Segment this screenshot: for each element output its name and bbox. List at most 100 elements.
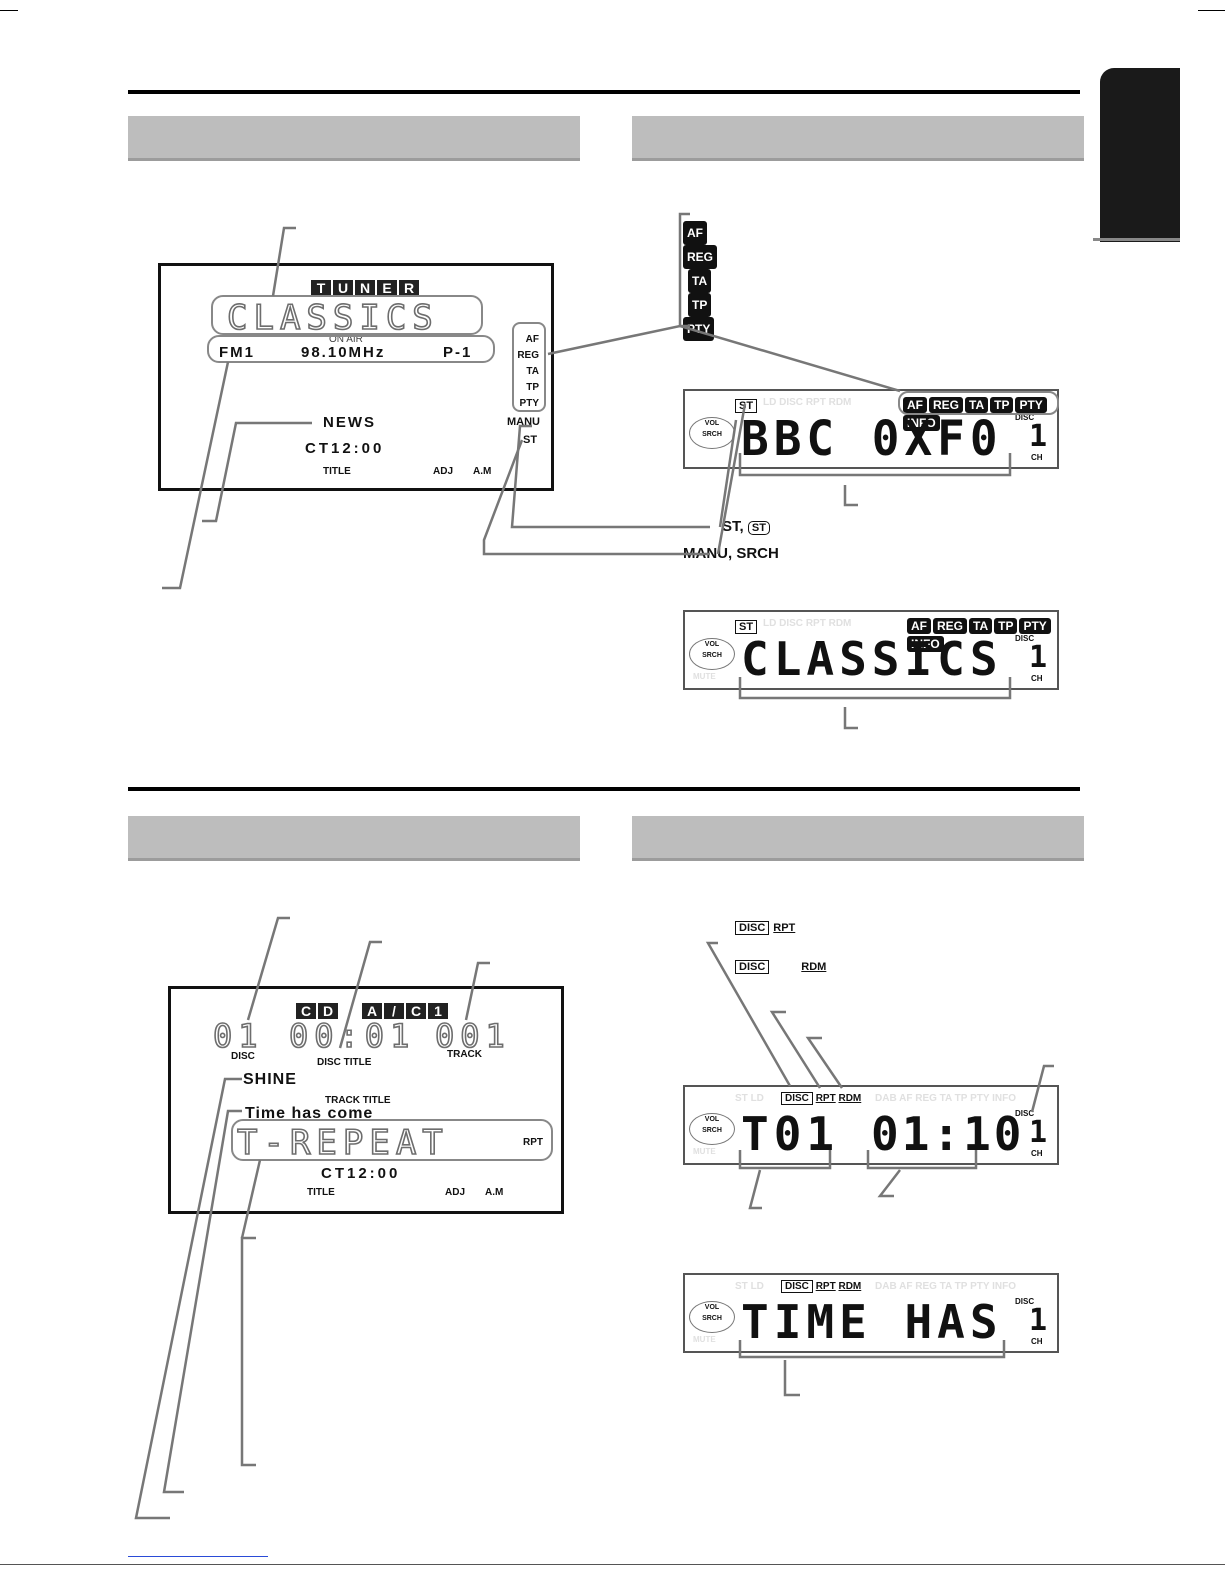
cd-disc-title-label: DISC TITLE [317,1057,372,1068]
rdm-badge: RDM [801,961,827,973]
source-block: T [311,280,331,296]
cd-lcd1-ghost-right: DAB AF REG TA TP PTY INFO [875,1093,1017,1104]
lcd2-main-text: CLASSICS [741,632,1003,686]
cd-clock: CT12:00 [321,1165,401,1182]
rds-icon-list: AF REG TA TP PTY [683,221,719,341]
cd-lcd2-badges: DISC RPT RDM [781,1280,861,1293]
language-tab-shadow [1093,238,1180,241]
cd-title-label: TITLE [307,1187,335,1198]
lcd1-main-text: BBC 0XF0 [741,409,1003,467]
cd-lcd1-mute: MUTE [693,1147,716,1156]
middle-rule [128,787,1080,791]
clock-text: CT12:00 [305,440,385,457]
cd-lcd1-disc-label: DISC [1015,1109,1035,1118]
cd-track-label: TRACK [447,1049,482,1060]
cd-disc-title: SHINE [243,1071,297,1088]
cd-lcd2-ch-label: CH [1031,1337,1043,1346]
cd-disc-label: DISC [231,1051,255,1062]
station-name-text: CLASSICS [226,297,439,339]
bottom-rule [0,1564,1225,1565]
ta-icon: TA [688,269,712,293]
lcd1-rds-badges-highlight [898,391,1059,415]
cd-lcd2-ghost-left: ST LD [735,1281,764,1292]
cd-lcd2-mute: MUTE [693,1335,716,1344]
source-block: N [355,280,375,296]
lcd2-disc-label: DISC [1015,634,1035,643]
source-block: E [377,280,397,296]
cd-disc-number: 01 [212,1016,264,1056]
cd-am-label: A.M [485,1187,504,1198]
cd-track-number: 001 [434,1016,511,1056]
cd-info-section-header [632,816,1084,861]
af-icon: AF [683,221,707,245]
page-link-underline [128,1556,268,1557]
disc-badge: DISC [735,921,770,935]
cd-legend-rdm: DISC RDM [735,957,826,975]
cd-track-title: Time has come [245,1105,374,1122]
cd-lcd-display-2: ST LD DISC RPT RDM DAB AF REG TA TP PTY … [683,1273,1059,1353]
cd-lcd1-ghost-left: ST LD [735,1093,764,1104]
lcd2-mute-label: MUTE [693,672,716,681]
tp-indicator: TP [526,382,539,393]
frequency-label: 98.10MHz [301,344,386,361]
af-indicator: AF [525,334,539,345]
cd-lcd2-disc-number: 1 [1029,1303,1048,1338]
cd-lcd2-disc-label: DISC [1015,1297,1035,1306]
cd-mode-highlight [231,1119,553,1161]
side-indicators: AF REG TA TP PTY [517,332,539,412]
lcd2-st-badge: ST [735,617,758,635]
ta-indicator: TA [526,366,539,377]
preset-label: P-1 [443,344,473,361]
lcd2-disc-number: 1 [1029,640,1048,675]
adj-label: ADJ [433,466,454,477]
lcd1-disc-label: DISC [1015,413,1035,422]
st-label: ST [523,434,538,446]
tp-icon: TP [688,293,712,317]
cd-lcd1-track: T01 [741,1107,840,1161]
lcd2-ch-label: CH [1031,674,1043,683]
lcd1-st-badge: ST [735,396,758,414]
on-air-label: ON AIR [329,334,363,345]
source-block: R [399,280,419,296]
source-block: U [333,280,353,296]
cd-adj-label: ADJ [445,1187,466,1198]
top-rule [128,90,1080,94]
cd-lcd1-ch-label: CH [1031,1149,1043,1158]
am-label: A.M [473,466,492,477]
reg-icon: REG [683,245,718,269]
manu-srch-callout: MANU, SRCH [683,545,779,562]
tuner-section-header [128,116,580,161]
st-circle-icon: ST [747,521,770,535]
rds-section-header [632,116,1084,161]
band-label: FM1 [219,344,255,361]
cd-track-title-label: TRACK TITLE [325,1095,391,1106]
rpt-badge: RPT [773,922,796,934]
crop-mark-tr [1198,10,1225,11]
cd-lcd2-ghost-right: DAB AF REG TA TP PTY INFO [875,1281,1017,1292]
cd-lcd-display-1: ST LD DISC RPT RDM DAB AF REG TA TP PTY … [683,1085,1059,1165]
lcd1-ch-label: CH [1031,453,1043,462]
cd-section-header [128,816,580,861]
disc-badge: DISC [735,960,770,974]
cd-lcd1-time: 01:10 [871,1107,1025,1161]
frequency-highlight [207,335,495,363]
title-label: TITLE [323,466,351,477]
reg-indicator: REG [517,350,539,361]
cd-lcd1-disc-number: 1 [1029,1115,1048,1150]
pty-indicator: PTY [519,398,539,409]
crop-mark-tl [0,10,18,11]
st-callout: ST, ST [722,518,770,535]
cd-lcd1-badges: DISC RPT RDM [781,1092,861,1105]
